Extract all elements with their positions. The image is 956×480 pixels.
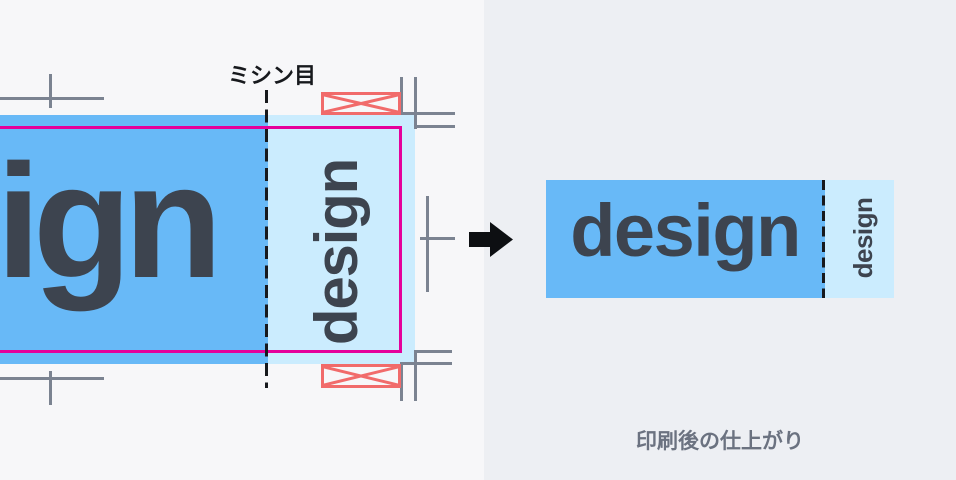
- finished-perforation-line: [822, 180, 825, 298]
- artwork-text: ign: [0, 131, 223, 312]
- trim-mark-icon: [414, 125, 455, 128]
- fold-mark-top: [321, 92, 401, 115]
- perforation-label: ミシン目: [227, 63, 317, 88]
- trim-mark-icon: [400, 362, 403, 401]
- result-panel: design design 印刷後の仕上がり: [484, 0, 956, 480]
- trim-mark-icon: [400, 112, 455, 115]
- trim-mark-icon: [414, 350, 417, 401]
- trim-mark-icon: [414, 77, 417, 129]
- finished-main-text: design: [570, 189, 801, 272]
- main-design-area: [0, 115, 268, 364]
- perforation-line: [265, 90, 268, 388]
- caption: 印刷後の仕上がり: [636, 430, 804, 453]
- trim-mark-icon: [49, 74, 52, 108]
- arrow-right-icon: [469, 222, 513, 257]
- trim-mark-icon: [420, 237, 455, 240]
- trim-mark-icon: [400, 77, 403, 115]
- trim-mark-icon: [426, 196, 429, 292]
- trim-mark-icon: [0, 97, 104, 100]
- x-cross-icon: [324, 367, 398, 385]
- artwork-panel: ign design: [0, 63, 455, 405]
- trim-line-rect: [0, 126, 402, 353]
- fold-mark-bottom: [321, 364, 401, 388]
- trim-mark-icon: [49, 371, 52, 405]
- trim-mark-icon: [414, 350, 452, 353]
- x-cross-icon: [324, 95, 398, 112]
- bleed-flap-area: [268, 115, 415, 364]
- finished-flap-area: [825, 180, 894, 298]
- trim-mark-icon: [0, 377, 104, 380]
- trim-mark-icon: [400, 362, 452, 365]
- finished-main-area: [546, 180, 825, 298]
